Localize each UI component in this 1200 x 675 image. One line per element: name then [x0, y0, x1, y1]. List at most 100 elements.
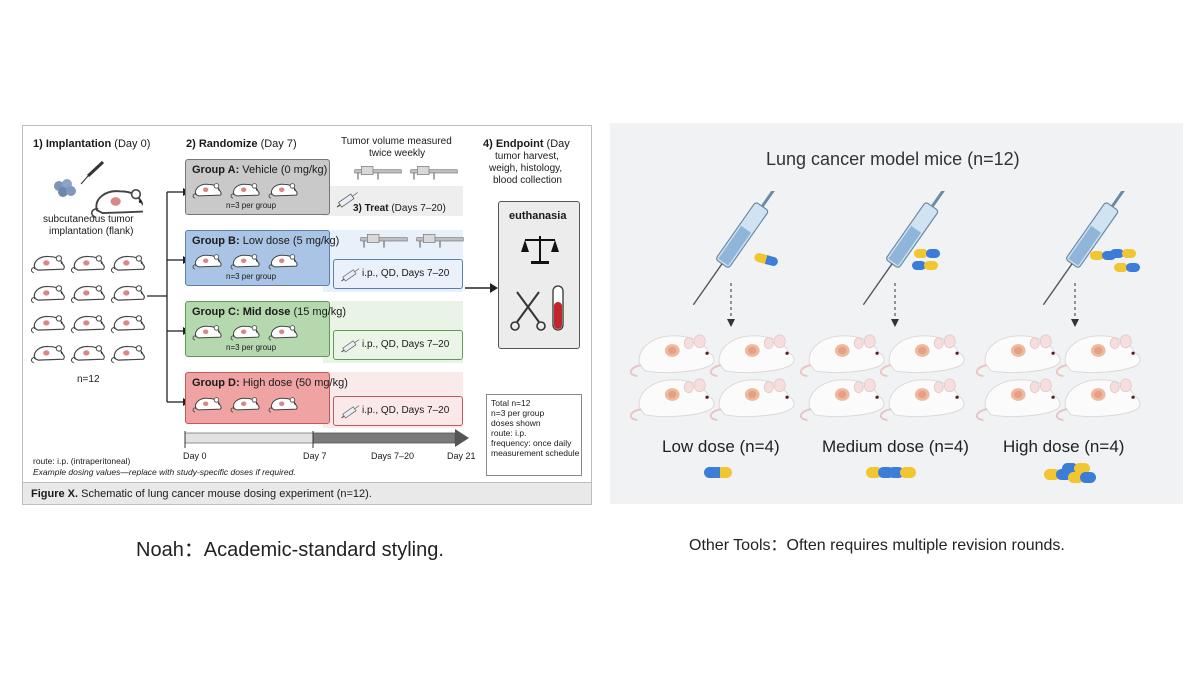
- summary-line: route: i.p.: [491, 428, 527, 438]
- syringe-icon: [339, 403, 362, 421]
- right-caption: Other Tools：Often requires multiple revi…: [689, 537, 1065, 554]
- timeline-day7: Day 7: [303, 451, 327, 461]
- rat-icon: [630, 377, 716, 422]
- step4-line2: tumor harvest,: [495, 151, 559, 162]
- cohort-mouse-icon: [111, 345, 145, 364]
- cohort-mouse-icon: [71, 315, 105, 334]
- group-mouse-icon: [192, 325, 222, 341]
- summary-line: doses shown: [491, 418, 541, 428]
- capsule-icon: [888, 467, 916, 478]
- measure-line2: twice weekly: [369, 148, 426, 159]
- tumor-cells-icon: [54, 179, 76, 197]
- step1-desc-line1: subcutaneous tumor: [43, 214, 134, 225]
- large-syringe-icon: [862, 191, 945, 306]
- step2-heading: 2) Randomize (Day 7): [186, 138, 297, 150]
- group-a-mice: [192, 183, 298, 199]
- implantation-illustration: [54, 160, 143, 219]
- right-figure-panel: Lung cancer model mice (n=12): [610, 123, 1183, 504]
- implant-syringe-icon: [80, 160, 105, 185]
- group-mouse-icon: [268, 183, 298, 199]
- capsule-icon: [1062, 463, 1090, 474]
- syringe-icon: [339, 266, 362, 284]
- group-mouse-icon: [268, 325, 298, 341]
- left-figure-panel: 1) Implantation (Day 0) subcutaneous tum…: [22, 125, 592, 505]
- step1-heading: 1) Implantation (Day 0): [33, 138, 151, 150]
- summary-line: measurement schedule: [491, 448, 580, 458]
- caliper-icon: [410, 165, 458, 181]
- figure-caption: Figure X. Schematic of lung cancer mouse…: [23, 482, 591, 504]
- high-dose-rats: [976, 333, 1142, 422]
- capsule-icon: [1068, 472, 1096, 483]
- calipers-row-a: [354, 165, 458, 181]
- capsule-icon: [914, 249, 940, 258]
- timeline-day0: Day 0: [183, 451, 207, 461]
- low-dose-pills-bottom: [704, 467, 732, 478]
- rat-icon: [880, 377, 966, 422]
- capsule-icon: [912, 261, 938, 270]
- cohort-mouse-icon: [71, 345, 105, 364]
- high-dose-pills-bottom: [1044, 463, 1096, 483]
- group-mouse-icon: [192, 183, 222, 199]
- summary-line: Total n=12: [491, 398, 531, 408]
- group-mouse-icon: [192, 254, 222, 270]
- group-c-box: Group C: Mid dose (15 mg/kg) n=3 per gro…: [185, 301, 346, 357]
- group-d-box: Group D: High dose (50 mg/kg): [185, 372, 348, 424]
- group-c-mice: [192, 325, 298, 341]
- group-mouse-icon: [230, 397, 260, 413]
- low-dose-label: Low dose (n=4): [662, 437, 780, 456]
- group-mouse-icon: [268, 254, 298, 270]
- cohort-mouse-icon: [111, 315, 145, 334]
- route-note: route: i.p. (intraperitoneal): [33, 456, 131, 466]
- step4-heading: 4) Endpoint (Day: [483, 138, 570, 150]
- group-a-per: n=3 per group: [226, 201, 277, 210]
- cohort-mouse-icon: [31, 345, 65, 364]
- syringe-icon: [339, 337, 362, 355]
- cohort-mouse-icon: [111, 255, 145, 274]
- timeline-days720: Days 7–20: [371, 451, 415, 461]
- high-dose-pills-top: [1090, 249, 1140, 272]
- right-title: Lung cancer model mice (n=12): [766, 149, 1020, 169]
- medium-dose-injection: [862, 191, 945, 327]
- calipers-row-b: [360, 233, 464, 249]
- high-dose-injection: [1042, 191, 1125, 327]
- dissection-tools-icon: [510, 285, 564, 331]
- rat-icon: [630, 333, 716, 378]
- group-d-mice: [192, 397, 298, 413]
- cohort-mouse-icon: [71, 255, 105, 274]
- rat-icon: [710, 377, 796, 422]
- rat-icon: [1056, 333, 1142, 378]
- mice-cohort-grid: [31, 255, 145, 364]
- step3-heading: 3) Treat (Days 7–20): [353, 203, 446, 214]
- medium-dose-rats: [800, 333, 966, 422]
- example-note: Example dosing values—replace with study…: [33, 467, 296, 477]
- step4-line4: blood collection: [493, 175, 562, 186]
- rat-icon: [1056, 377, 1142, 422]
- group-b-treat: i.p., QD, Days 7–20: [333, 259, 463, 289]
- caliper-icon: [354, 165, 402, 181]
- rat-icon: [976, 333, 1062, 378]
- cohort-mouse-icon: [111, 285, 145, 304]
- group-b-mice: [192, 254, 298, 270]
- large-syringe-icon: [692, 191, 775, 306]
- cohort-mouse-icon: [31, 255, 65, 274]
- summary-line: n=3 per group: [491, 408, 545, 418]
- blood-tube-icon: [552, 285, 564, 331]
- group-mouse-icon: [192, 397, 222, 413]
- medium-dose-label: Medium dose (n=4): [822, 437, 969, 456]
- low-dose-rats: [630, 333, 796, 422]
- medium-dose-pills-bottom: [866, 467, 916, 478]
- capsule-icon: [754, 253, 778, 266]
- rat-icon: [710, 333, 796, 378]
- scissors-icon: [510, 291, 546, 331]
- low-dose-injection: [692, 191, 775, 327]
- group-c-per: n=3 per group: [226, 343, 277, 352]
- group-mouse-icon: [230, 325, 260, 341]
- cohort-size: n=12: [77, 374, 100, 385]
- endpoint-arrow: [465, 283, 498, 293]
- summary-line: frequency: once daily: [491, 438, 572, 448]
- group-d-treat: i.p., QD, Days 7–20: [333, 396, 463, 426]
- group-b-per: n=3 per group: [226, 272, 277, 281]
- group-mouse-icon: [230, 254, 260, 270]
- rat-icon: [800, 333, 886, 378]
- step1-desc-line2: implantation (flank): [49, 226, 134, 237]
